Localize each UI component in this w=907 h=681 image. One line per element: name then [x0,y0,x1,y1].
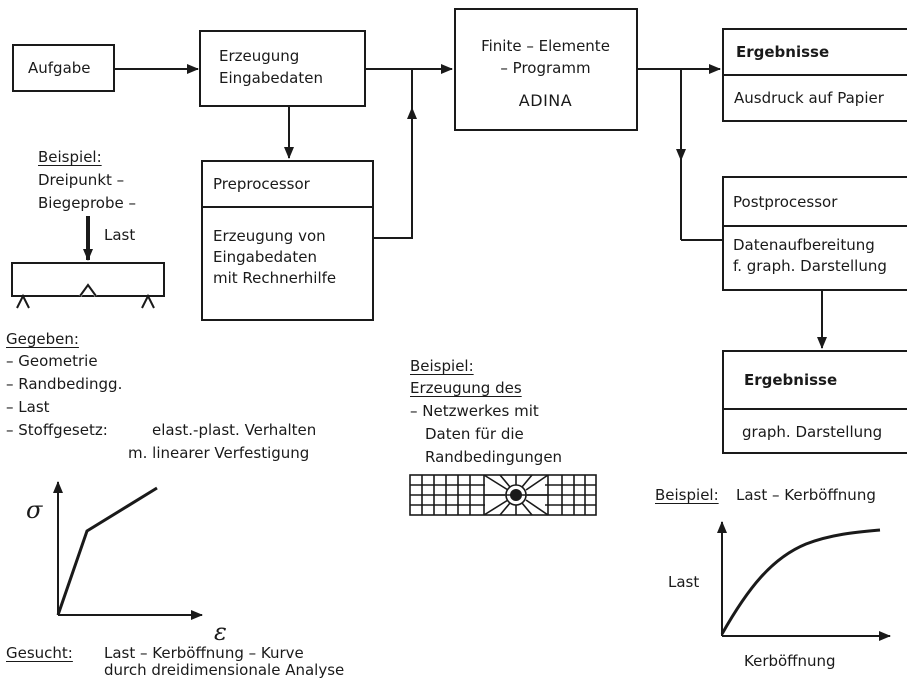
aufgabe-box: Aufgabe [12,44,115,92]
beispiel-mid-line-2: – Netzwerkes mit [410,402,539,420]
sigma-symbol: σ [26,496,43,524]
erzeugung-line-1: Erzeugung [219,47,300,65]
gegeben-item-randbedingungen: – Randbedingg. [6,375,123,393]
ergebnisse-bottom-box: Ergebnisse graph. Darstellung [722,350,907,454]
mesh-drawing [409,474,597,516]
beispiel-right-text: Last – Kerböffnung [736,486,876,504]
aufgabe-label: Aufgabe [28,59,91,77]
fem-line-2: – Programm [500,59,591,77]
beam-specimen [11,262,165,309]
fem-line-1: Finite – Elemente [481,37,610,55]
gesucht-line-2: durch dreidimensionale Analyse [104,661,345,679]
erzeugung-box: Erzeugung Eingabedaten [199,30,366,107]
postprocessor-body-2: f. graph. Darstellung [733,257,887,275]
ergebnisse-bottom-body: graph. Darstellung [742,423,883,441]
ergebnisse-top-title: Ergebnisse [736,43,830,61]
beispiel-mid-line-1: Erzeugung des [410,379,522,397]
preprocessor-body-2: Eingabedaten [213,248,317,266]
preprocessor-title: Preprocessor [213,175,310,193]
gegeben-label: Gegeben: [6,330,79,348]
beispiel-mid-label: Beispiel: [410,357,474,375]
stoffgesetz-line-1: elast.-plast. Verhalten [152,421,317,439]
arrow-preprocessor-feedback [374,107,417,239]
preprocessor-body-3: mit Rechnerhilfe [213,269,337,287]
postprocessor-title: Postprocessor [733,193,838,211]
gesucht-line-1: Last – Kerböffnung – Kurve [104,644,304,662]
load-curve-ylabel: Last [668,573,700,591]
load-curve-plot [717,521,891,641]
erzeugung-line-2: Eingabedaten [219,69,323,87]
beispiel-left-line-1: Dreipunkt – [38,171,125,189]
beispiel-mid-line-3: Daten für die [425,425,524,443]
load-curve-xlabel: Kerböffnung [744,652,836,670]
gegeben-item-stoffgesetz: – Stoffgesetz: [6,421,108,439]
beispiel-mid-line-4: Randbedingungen [425,448,563,466]
mesh-hole [510,489,522,501]
preprocessor-body-1: Erzeugung von [213,227,326,245]
ergebnisse-bottom-title: Ergebnisse [744,371,838,389]
ergebnisse-top-body: Ausdruck auf Papier [734,89,884,107]
beispiel-left-label: Beispiel: [38,148,102,166]
preprocessor-box: Preprocessor Erzeugung von Eingabedaten … [201,160,374,321]
beispiel-right-label: Beispiel: [655,486,719,504]
gegeben-item-geometrie: – Geometrie [6,352,98,370]
postprocessor-body-1: Datenaufbereitung [733,236,875,254]
load-label: Last [104,226,136,244]
beispiel-left-line-2: Biegeprobe – [38,194,136,212]
stoffgesetz-line-2: m. linearer Verfestigung [128,444,310,462]
stress-strain-plot [53,481,203,620]
ergebnisse-top-box: Ergebnisse Ausdruck auf Papier [722,28,907,122]
gegeben-item-last: – Last [6,398,50,416]
epsilon-symbol: ε [214,618,227,646]
fem-line-3: ADINA [518,91,573,110]
gesucht-label: Gesucht: [6,644,73,662]
fem-program-box: Finite – Elemente – Programm ADINA [454,8,638,131]
postprocessor-box: Postprocessor Datenaufbereitung f. graph… [722,176,907,291]
